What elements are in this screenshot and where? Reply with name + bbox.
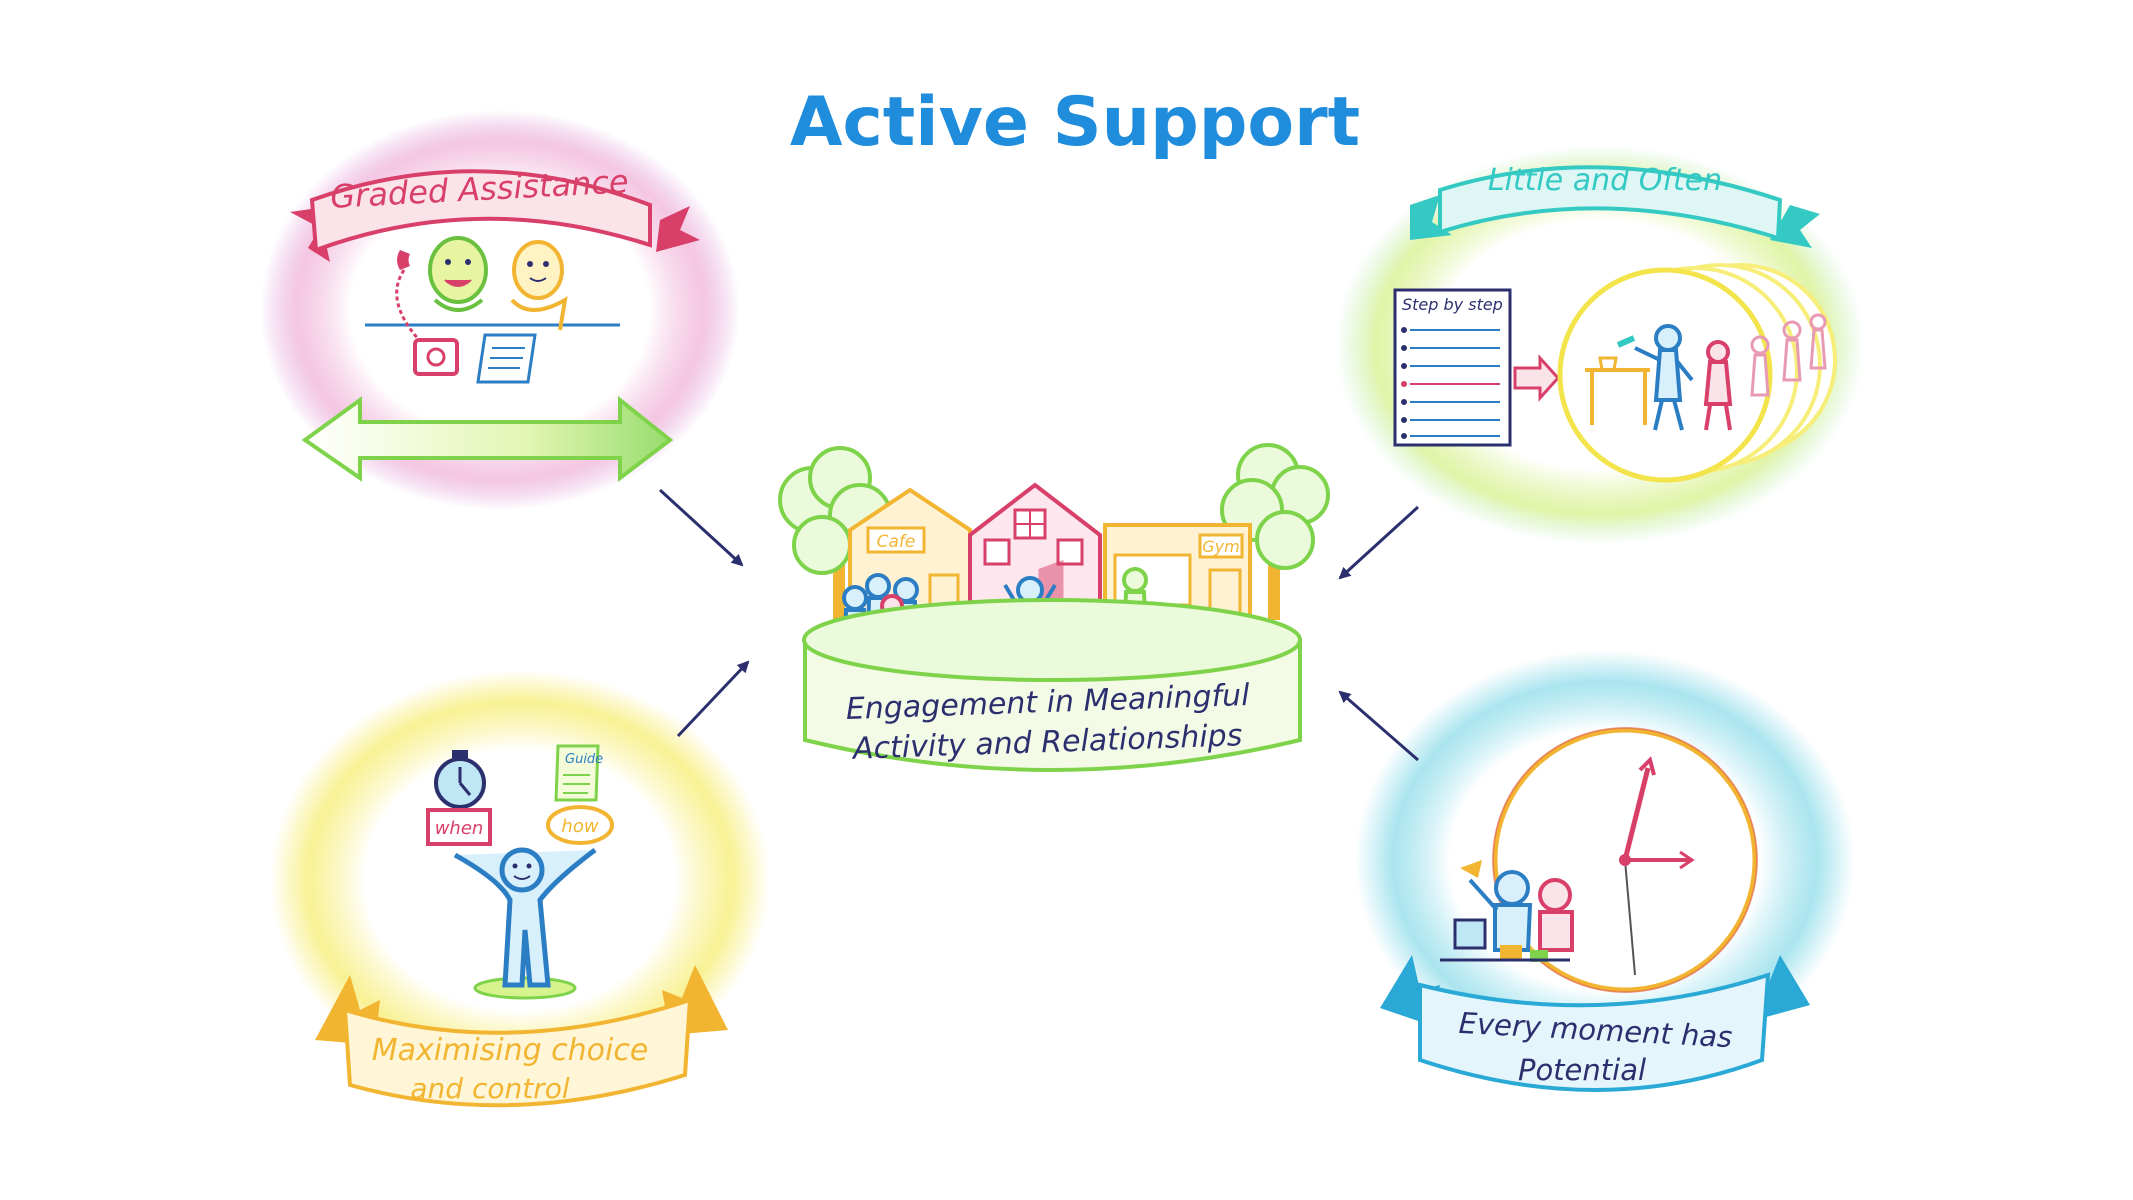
checklist-icon: Step by step	[1393, 288, 1512, 447]
how-card: how	[546, 805, 614, 845]
happy-person	[453, 847, 597, 1000]
people-at-table	[1440, 860, 1574, 962]
maximising-banner-line2: and control	[410, 1072, 569, 1105]
how-label: how	[561, 816, 598, 837]
panel-every-moment: Every moment has Potential	[1355, 650, 1855, 1092]
maximising-banner-line1: Maximising choice	[372, 1033, 649, 1068]
center-engagement: Cafe Gym	[778, 443, 1330, 772]
arrow-every-moment-to-center	[1338, 690, 1419, 762]
cafe-sign: Cafe	[877, 532, 916, 552]
yellow-character	[510, 240, 568, 331]
arrow-maximising-to-center	[676, 660, 750, 738]
guide-label: Guide	[565, 752, 603, 767]
arrow-little-to-center	[1338, 505, 1420, 580]
when-label: when	[435, 818, 484, 839]
guide-icon: Guide	[554, 744, 603, 802]
telephone-icon	[395, 250, 459, 376]
repeating-steps-circles	[1557, 263, 1837, 483]
engagement-platform: Engagement in Meaningful Activity and Re…	[802, 598, 1302, 772]
panel-graded-assistance: Graded Assistance	[260, 110, 740, 510]
maximising-banner: Maximising choice and control	[315, 965, 728, 1108]
right-arrow-icon	[1513, 354, 1561, 402]
tree-left	[778, 446, 892, 620]
gym-sign: Gym	[1202, 537, 1239, 556]
double-arrow-icon	[301, 395, 674, 483]
every-moment-banner-line2: Potential	[1518, 1053, 1646, 1087]
tree-right	[1220, 443, 1330, 620]
panel-little-and-often: Little and Often Step by step	[1335, 145, 1865, 545]
green-character	[428, 236, 488, 312]
stopwatch-icon	[434, 750, 486, 809]
document-icon	[476, 333, 537, 384]
arrow-graded-to-center	[658, 488, 744, 567]
little-banner-label: Little and Often	[1488, 163, 1722, 198]
little-banner: Little and Often	[1410, 163, 1820, 248]
connector-arrows	[658, 488, 1420, 762]
every-moment-banner: Every moment has Potential	[1380, 955, 1810, 1092]
panel-maximising-choice: Guide when how Maximisi	[270, 670, 770, 1108]
page-title: Active Support	[790, 83, 1360, 162]
graded-banner: Graded Assistance	[290, 162, 700, 262]
when-card: when	[426, 808, 492, 846]
checklist-title: Step by step	[1402, 295, 1503, 314]
